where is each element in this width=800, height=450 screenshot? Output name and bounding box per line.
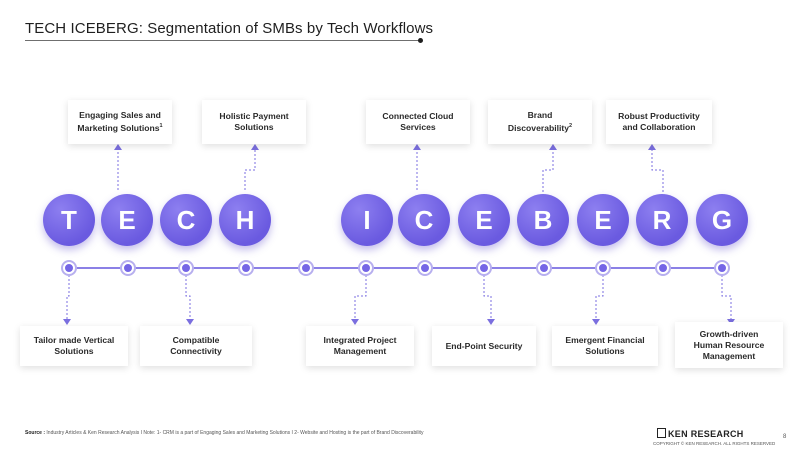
- timeline-node: [419, 262, 431, 274]
- card-text-line1: Connected Cloud: [382, 111, 454, 121]
- connector-bottom-5: [595, 275, 604, 319]
- bottom-card-connectivity: Compatible Connectivity: [140, 326, 252, 366]
- timeline-node: [180, 262, 192, 274]
- letter-circle-b: B: [517, 194, 569, 246]
- card-text-line2: Solutions: [234, 122, 274, 132]
- source-note: Source : Industry Articles & Ken Researc…: [25, 430, 423, 436]
- connector-bottom-6: [721, 275, 732, 319]
- card-text-line2: Marketing Solutions: [77, 122, 160, 133]
- timeline-node: [122, 262, 134, 274]
- footnote-mark: 1: [159, 123, 163, 130]
- bottom-card-project-management: Integrated Project Management: [306, 326, 414, 366]
- page-number: 8: [783, 434, 787, 440]
- timeline-node: [597, 262, 609, 274]
- timeline-node: [657, 262, 669, 274]
- letter-circle-e: E: [101, 194, 153, 246]
- copyright-text: COPYRIGHT © KEN RESEARCH. ALL RIGHTS RES…: [653, 441, 776, 446]
- letter-circle-e2: E: [458, 194, 510, 246]
- timeline-node: [538, 262, 550, 274]
- bottom-card-vertical-solutions: Tailor made Vertical Solutions: [20, 326, 128, 366]
- ken-research-logo-icon: [657, 428, 666, 438]
- source-label: Source :: [25, 430, 46, 436]
- letter-circle-c2: C: [398, 194, 450, 246]
- card-text-line1: Engaging Sales and: [79, 110, 161, 121]
- title-underline-dot: [418, 38, 423, 43]
- connector-bottom-4: [483, 275, 492, 319]
- letter-circle-e3: E: [577, 194, 629, 246]
- bottom-card-endpoint-security: End-Point Security: [432, 326, 536, 366]
- title-underline: [25, 40, 420, 41]
- letter-circle-i: I: [341, 194, 393, 246]
- letter-circle-t: T: [43, 194, 95, 246]
- connector-bottom-2: [185, 275, 191, 319]
- card-text-line1: Brand: [527, 110, 553, 121]
- bottom-card-financial-solutions: Emergent Financial Solutions: [552, 326, 658, 366]
- page-title: TECH ICEBERG: Segmentation of SMBs by Te…: [25, 20, 434, 37]
- timeline-node: [716, 262, 728, 274]
- footnote-mark: 2: [569, 123, 573, 130]
- brand-logo: KEN RESEARCH: [657, 428, 744, 439]
- letter-circle-r: R: [636, 194, 688, 246]
- timeline-node: [63, 262, 75, 274]
- letter-circle-c: C: [160, 194, 212, 246]
- letter-circle-g: G: [696, 194, 748, 246]
- card-text-line1: Robust Productivity: [618, 111, 700, 121]
- connector-top-4: [542, 150, 554, 192]
- brand-name: KEN RESEARCH: [668, 429, 744, 439]
- connector-top-2: [244, 150, 256, 190]
- card-text-line2: Services: [400, 122, 436, 132]
- timeline-node: [360, 262, 372, 274]
- timeline-line: [68, 267, 723, 269]
- timeline-node: [300, 262, 312, 274]
- timeline-node: [240, 262, 252, 274]
- connector-bottom-3: [354, 275, 367, 319]
- letter-circle-h: H: [219, 194, 271, 246]
- card-text-line1: Holistic Payment: [219, 111, 289, 121]
- connector-top-5: [651, 150, 664, 192]
- card-text-line2: Discoverability: [507, 122, 570, 133]
- connector-bottom-1: [66, 275, 70, 319]
- card-text-line2: and Collaboration: [622, 122, 696, 132]
- source-text: Industry Articles & Ken Research Analysi…: [46, 430, 424, 436]
- timeline-node: [478, 262, 490, 274]
- bottom-card-human-resource: Growth-driven Human Resource Management: [675, 322, 783, 368]
